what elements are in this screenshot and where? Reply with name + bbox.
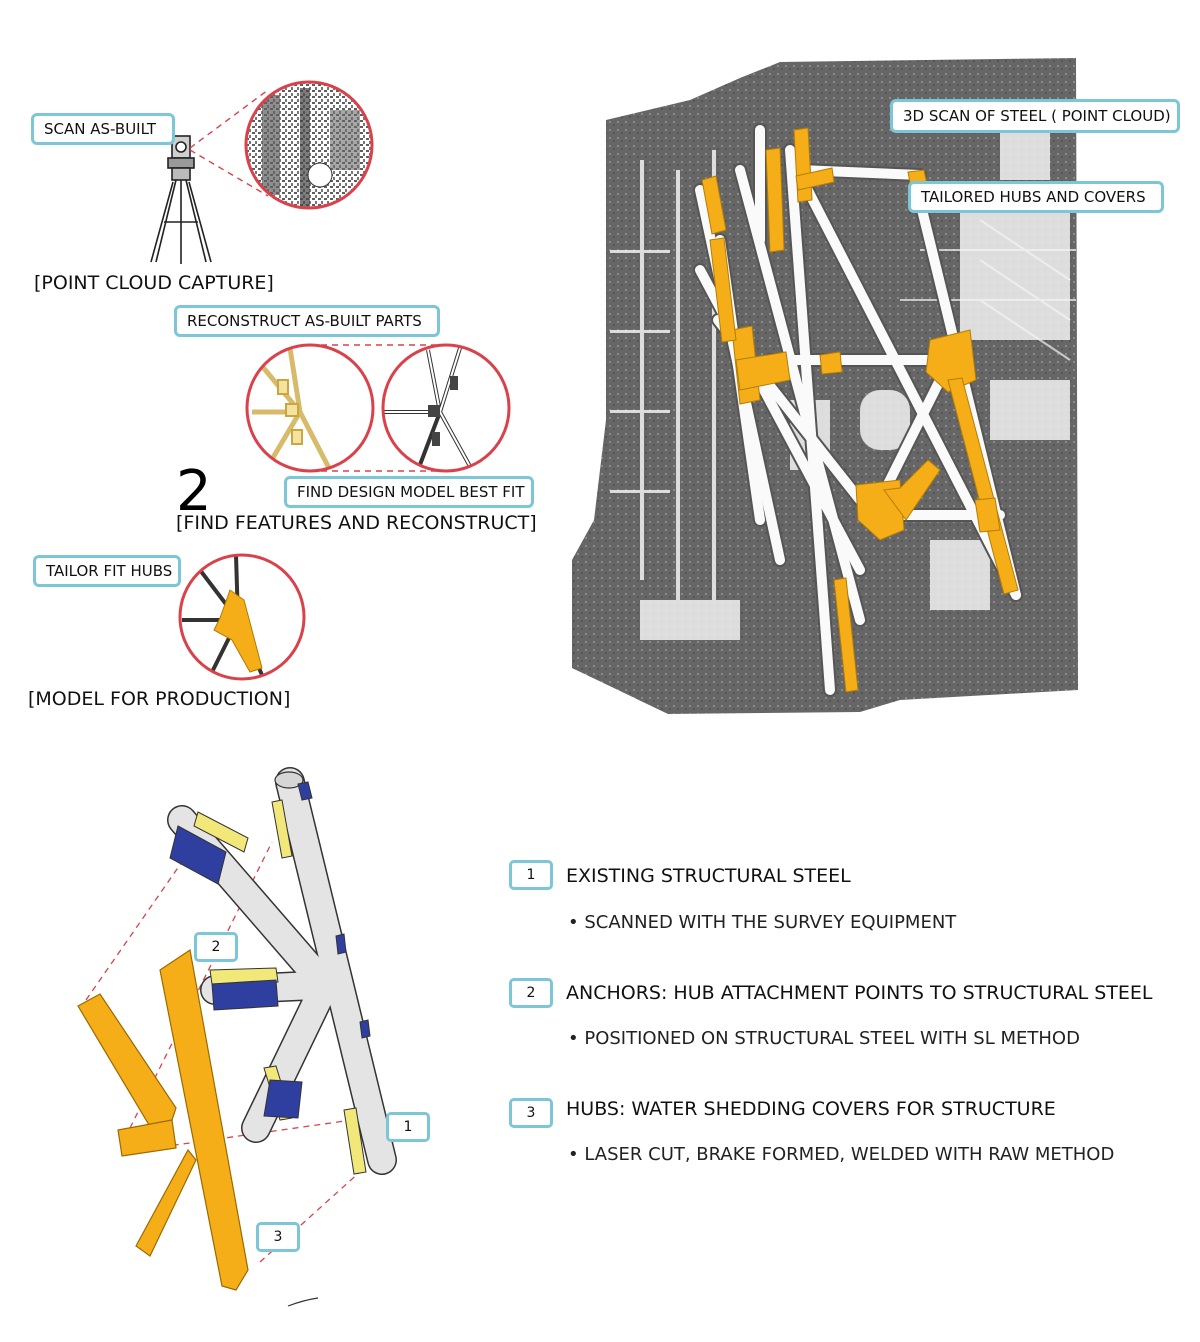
legend-number-2: 2 [509, 978, 553, 1008]
legend-title-1: EXISTING STRUCTURAL STEEL [566, 865, 851, 887]
model-for-production-caption: [MODEL FOR PRODUCTION] [28, 688, 291, 710]
legend-bullet-2: • POSITIONED ON STRUCTURAL STEEL WITH SL… [568, 1028, 1080, 1049]
point-cloud-scan-label: 3D SCAN OF STEEL ( POINT CLOUD) [903, 107, 1171, 125]
reconstruct-parts-callout: RECONSTRUCT AS-BUILT PARTS [174, 305, 440, 337]
point-cloud-scan-callout: 3D SCAN OF STEEL ( POINT CLOUD) [890, 99, 1180, 133]
legend-title-2: ANCHORS: HUB ATTACHMENT POINTS TO STRUCT… [566, 982, 1153, 1004]
anchor-plates [169, 781, 371, 1175]
point-cloud-zoom-image [246, 82, 372, 208]
legend-number-1: 1 [509, 860, 553, 890]
step-number: 2 [176, 459, 212, 524]
design-fit-callout: FIND DESIGN MODEL BEST FIT [284, 476, 534, 508]
marker-2: 2 [194, 932, 238, 962]
survey-tripod-icon [150, 135, 212, 264]
as-built-parts-image [383, 345, 509, 471]
marker-3: 3 [256, 1222, 300, 1252]
legend-bullet-1: • SCANNED WITH THE SURVEY EQUIPMENT [568, 912, 957, 933]
scan-as-built-callout: SCAN AS-BUILT [31, 113, 175, 145]
marker-1: 1 [386, 1112, 430, 1142]
design-fit-label: FIND DESIGN MODEL BEST FIT [297, 483, 525, 501]
point-cloud-capture-caption: [POINT CLOUD CAPTURE] [34, 272, 274, 294]
tailor-fit-hubs-callout: TAILOR FIT HUBS [33, 555, 181, 587]
tailored-hubs-label: TAILORED HUBS AND COVERS [921, 188, 1146, 206]
legend-bullet-3: • LASER CUT, BRAKE FORMED, WELDED WITH R… [568, 1144, 1115, 1165]
legend-title-3: HUBS: WATER SHEDDING COVERS FOR STRUCTUR… [566, 1098, 1056, 1120]
reconstruct-parts-label: RECONSTRUCT AS-BUILT PARTS [187, 312, 422, 330]
tailored-hubs [701, 127, 1019, 693]
existing-steel-tubes [167, 767, 397, 1175]
tailor-fit-hub-image [180, 555, 304, 679]
tailored-hubs-callout: TAILORED HUBS AND COVERS [908, 181, 1164, 213]
legend-number-3: 3 [509, 1098, 553, 1128]
design-model-fit-image [247, 345, 373, 471]
tailor-fit-hubs-label: TAILOR FIT HUBS [46, 562, 173, 580]
hub-covers [77, 948, 249, 1291]
find-features-caption: [FIND FEATURES AND RECONSTRUCT] [176, 512, 537, 534]
scan-as-built-label: SCAN AS-BUILT [44, 120, 157, 138]
